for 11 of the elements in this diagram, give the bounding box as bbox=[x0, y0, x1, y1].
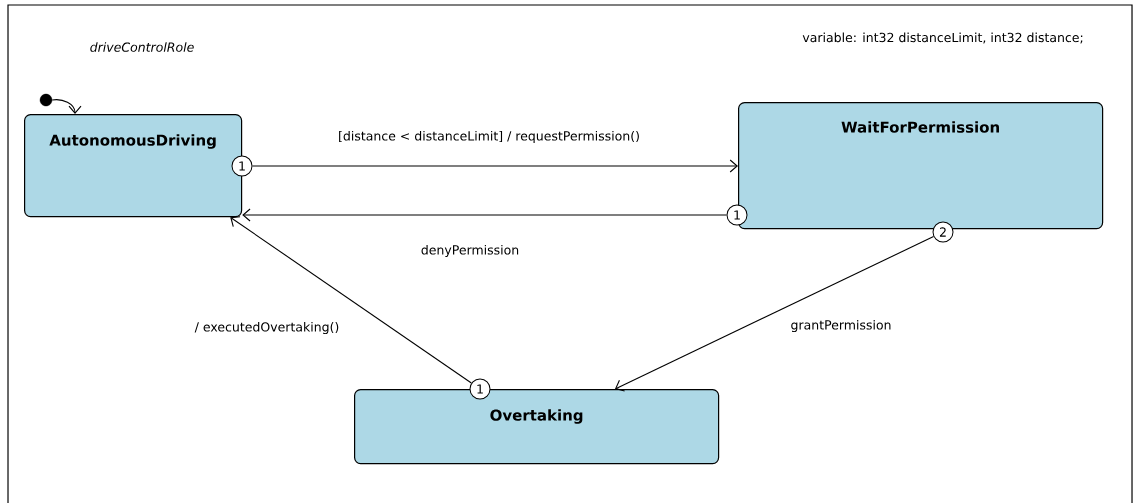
edge-label: denyPermission bbox=[419, 243, 521, 259]
initial-transition-arrow bbox=[51, 99, 82, 114]
edge-label: / executedOvertaking() bbox=[193, 320, 341, 336]
transition-arrow bbox=[251, 159, 738, 173]
transition-arrow bbox=[230, 216, 472, 384]
transition-arrow bbox=[242, 208, 728, 222]
diagram-name: driveControlRole bbox=[90, 42, 194, 52]
edge-label: grantPermission bbox=[789, 318, 893, 334]
transition-arrow bbox=[614, 236, 935, 392]
variable-declaration: variable: int32 distanceLimit, int32 distance; bbox=[802, 32, 1083, 44]
edge-label: [distance < distanceLimit] / requestPermission() bbox=[337, 129, 641, 145]
